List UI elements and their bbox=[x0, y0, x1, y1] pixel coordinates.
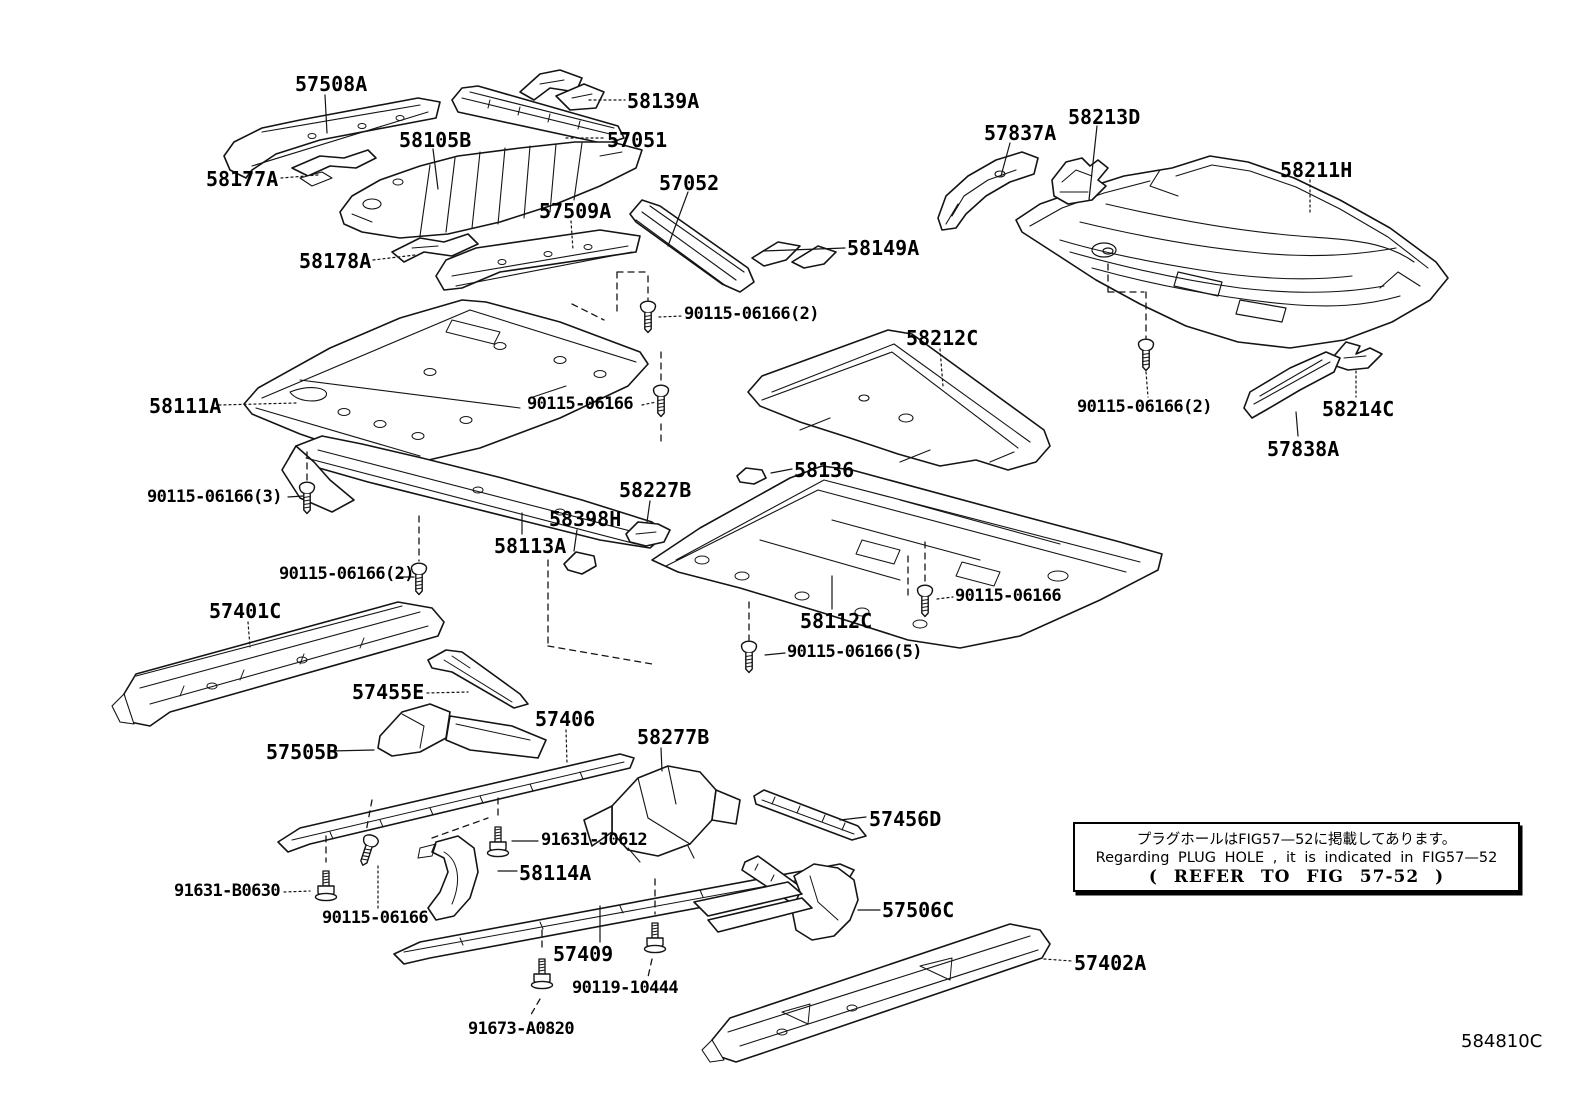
part-57402a-art bbox=[701, 923, 1051, 1063]
part-57409-art bbox=[393, 863, 855, 965]
part-58177a-art bbox=[291, 149, 377, 187]
part-label-57506C-41: 57506C bbox=[882, 898, 955, 922]
note-line-english: Regarding PLUG HOLE , it is indicated in… bbox=[1095, 849, 1498, 866]
part-58139a-art bbox=[519, 69, 605, 111]
part-58112c-art bbox=[651, 465, 1163, 649]
part-58277b-art bbox=[583, 765, 741, 863]
part-label-90115-06166(2)-24: 90115-06166(2) bbox=[279, 564, 414, 584]
bolt-90115-06166-icon bbox=[639, 300, 657, 334]
part-label-58136-20: 58136 bbox=[794, 458, 855, 482]
part-label-57456D-33: 57456D bbox=[869, 807, 942, 831]
part-label-57402A-42: 57402A bbox=[1074, 951, 1147, 975]
part-57509a-art bbox=[435, 229, 641, 291]
part-label-58113A-23: 58113A bbox=[494, 534, 567, 558]
part-label-90119-10444-39: 90119-10444 bbox=[572, 978, 679, 998]
plug-hole-note-box: プラグホールはFIG57—52に掲載してあります。 Regarding PLUG… bbox=[1073, 822, 1520, 892]
part-57401c-art bbox=[111, 601, 445, 727]
part-label-90115-06166(2)-16: 90115-06166(2) bbox=[1077, 397, 1212, 417]
part-label-58149A-8: 58149A bbox=[847, 236, 920, 260]
part-58227b-art bbox=[625, 521, 671, 547]
bolt-91631-b0630-icon bbox=[314, 870, 338, 902]
part-57506c-art bbox=[693, 855, 859, 941]
part-label-58277B-31: 58277B bbox=[637, 725, 710, 749]
bolt-90115-06166-icon bbox=[652, 384, 670, 418]
part-58114a-art bbox=[417, 835, 479, 921]
part-label-58398H-22: 58398H bbox=[549, 507, 622, 531]
part-label-58178A-7: 58178A bbox=[299, 249, 372, 273]
part-label-91631-B0630-36: 91631-B0630 bbox=[174, 881, 281, 901]
part-label-57406-30: 57406 bbox=[535, 707, 596, 731]
part-label-90115-06166(2)-12: 90115-06166(2) bbox=[684, 304, 819, 324]
part-58105b-art bbox=[339, 141, 643, 239]
part-label-58139A-1: 58139A bbox=[627, 89, 700, 113]
part-58113a-art bbox=[281, 435, 667, 549]
part-label-90115-06166-37: 90115-06166 bbox=[322, 908, 429, 928]
part-57838a-art bbox=[1243, 351, 1341, 419]
bolt-90115-06166-icon bbox=[740, 640, 758, 674]
part-label-90115-06166-15: 90115-06166 bbox=[527, 394, 634, 414]
part-58111a-art bbox=[243, 299, 649, 463]
part-label-90115-06166(5)-27: 90115-06166(5) bbox=[787, 642, 922, 662]
part-58214c-art bbox=[1333, 341, 1383, 371]
part-58149a-art bbox=[751, 241, 837, 269]
part-label-57505B-32: 57505B bbox=[266, 740, 339, 764]
assembly-dashed-lines bbox=[306, 263, 1147, 1019]
part-57052-art bbox=[629, 199, 755, 293]
leader-lines-solid bbox=[287, 94, 1299, 943]
part-label-58114A-35: 58114A bbox=[519, 861, 592, 885]
note-line-japanese: プラグホールはFIG57—52に掲載してあります。 bbox=[1136, 831, 1457, 848]
part-label-58214C-17: 58214C bbox=[1322, 397, 1395, 421]
part-label-57401C-28: 57401C bbox=[209, 599, 282, 623]
part-label-57509A-6: 57509A bbox=[539, 199, 612, 223]
part-label-57837A-9: 57837A bbox=[984, 121, 1057, 145]
part-label-58213D-10: 58213D bbox=[1068, 105, 1141, 129]
part-label-57838A-18: 57838A bbox=[1267, 437, 1340, 461]
part-label-58112C-26: 58112C bbox=[800, 609, 873, 633]
part-label-57409-38: 57409 bbox=[553, 942, 614, 966]
part-label-57508A-0: 57508A bbox=[295, 72, 368, 96]
part-57455e-art bbox=[427, 649, 529, 709]
part-58136-art bbox=[736, 467, 767, 485]
leader-lines-dotted bbox=[218, 99, 1357, 962]
bolt-90119-10444-icon bbox=[643, 922, 667, 954]
part-57456d-art bbox=[753, 789, 867, 841]
part-58213d-art bbox=[1051, 157, 1109, 205]
part-57837a-art bbox=[937, 151, 1039, 231]
part-label-58177A-4: 58177A bbox=[206, 167, 279, 191]
part-label-58212C-13: 58212C bbox=[906, 326, 979, 350]
part-label-57052-5: 57052 bbox=[659, 171, 720, 195]
bolt-90115-06166-icon bbox=[354, 832, 381, 869]
part-label-91631-J0612-34: 91631-J0612 bbox=[541, 830, 648, 850]
part-label-58227B-21: 58227B bbox=[619, 478, 692, 502]
part-57505b-art bbox=[377, 703, 547, 759]
part-label-58211H-11: 58211H bbox=[1280, 158, 1353, 182]
part-label-90115-06166(3)-19: 90115-06166(3) bbox=[147, 487, 282, 507]
bolt-91631-j0612-icon bbox=[486, 826, 510, 858]
part-58211h-art bbox=[1015, 155, 1449, 349]
diagram-code: 584810C bbox=[1461, 1031, 1543, 1052]
part-label-58111A-14: 58111A bbox=[149, 394, 222, 418]
part-label-57455E-29: 57455E bbox=[352, 680, 425, 704]
part-label-57051-3: 57051 bbox=[607, 128, 668, 152]
part-58212c-art bbox=[747, 329, 1051, 471]
part-label-58105B-2: 58105B bbox=[399, 128, 472, 152]
part-label-90115-06166-25: 90115-06166 bbox=[955, 586, 1062, 606]
part-58398h-art bbox=[563, 551, 597, 575]
part-57051-art bbox=[451, 85, 625, 145]
part-57508a-art bbox=[223, 97, 441, 179]
note-line-reference: ( REFER TO FIG 57-52 ) bbox=[1148, 866, 1445, 887]
part-label-91673-A0820-40: 91673-A0820 bbox=[468, 1019, 575, 1039]
bolt-91673-a0820-icon bbox=[530, 958, 554, 990]
bolt-90115-06166-icon bbox=[1137, 338, 1155, 372]
